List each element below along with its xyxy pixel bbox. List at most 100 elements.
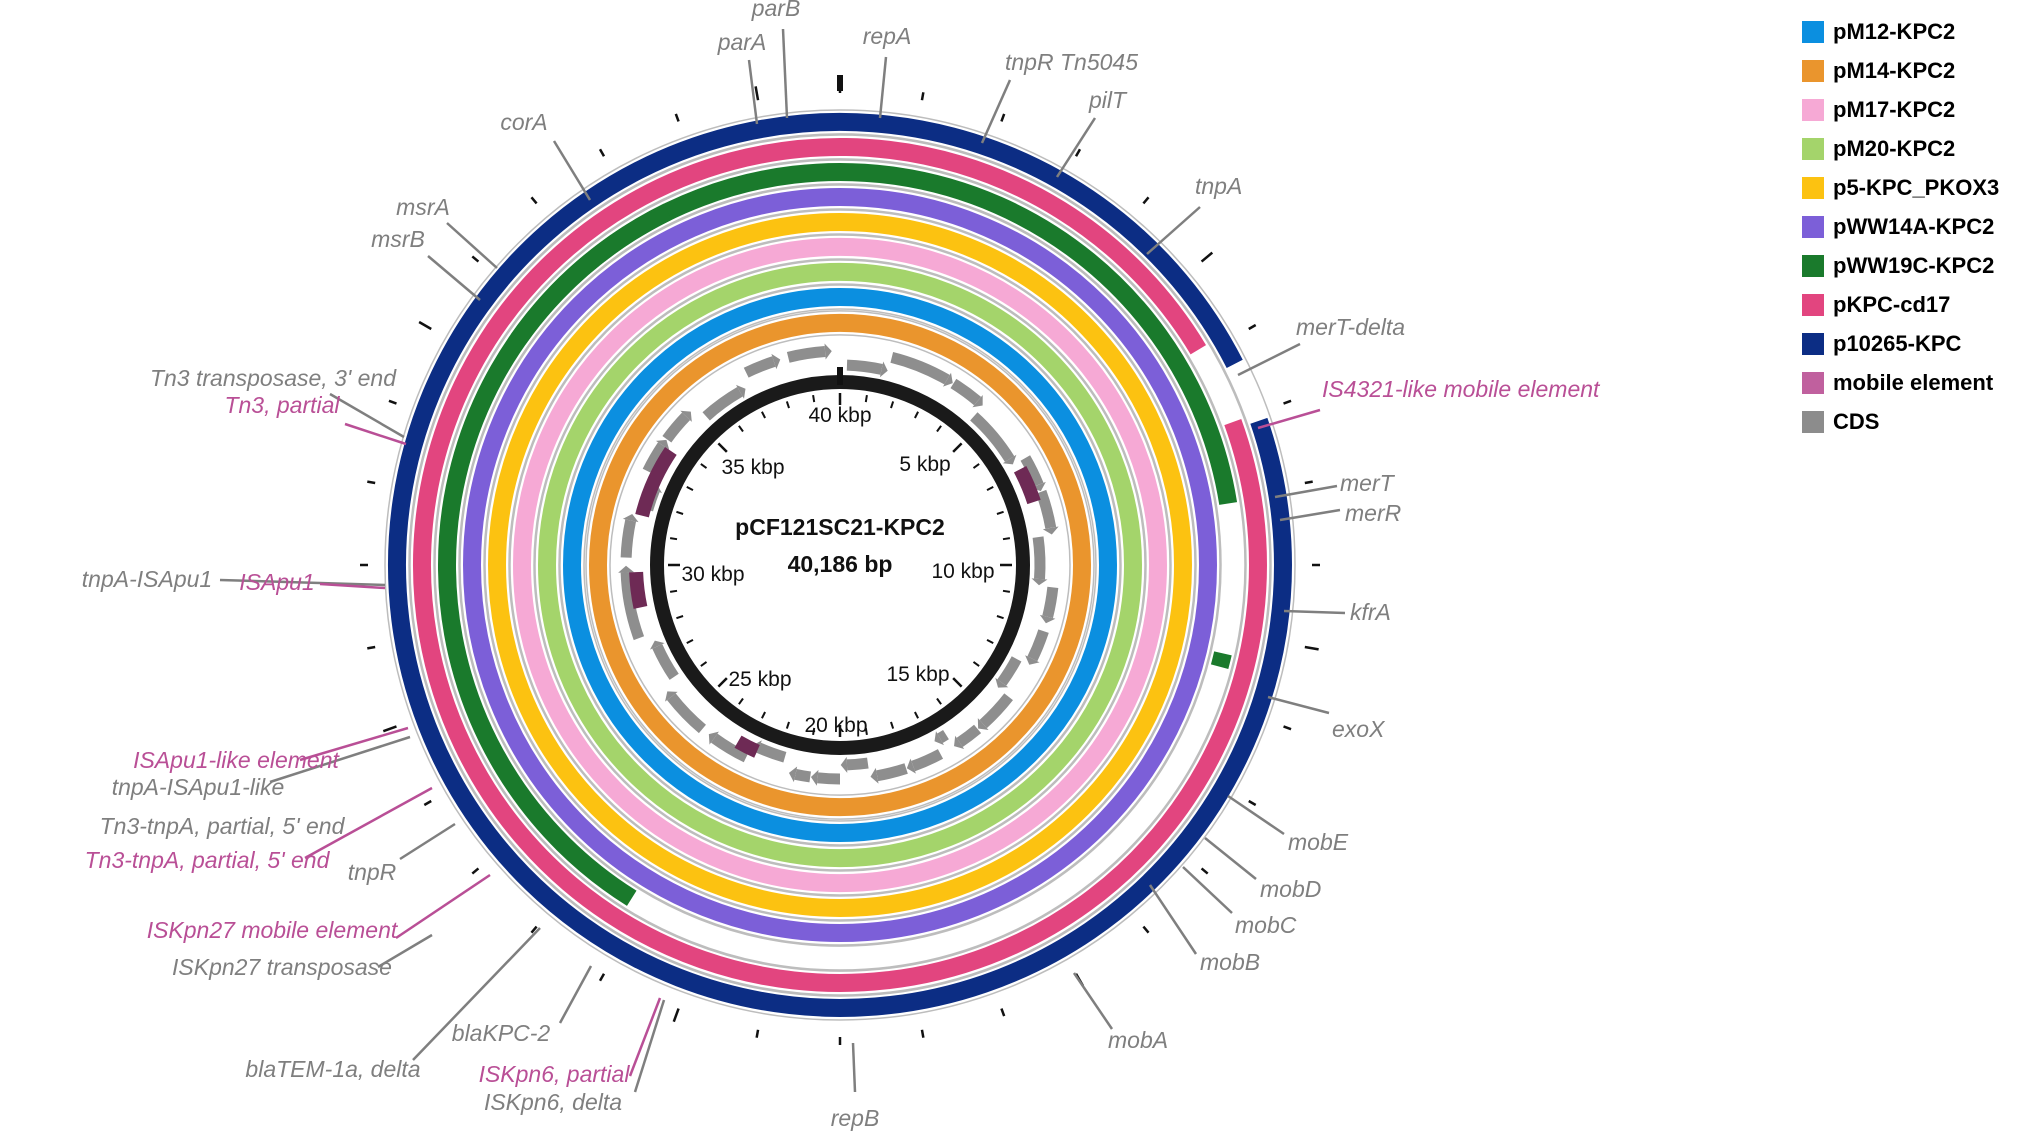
cds-arrow (1020, 455, 1044, 487)
cds-arrow (620, 519, 637, 558)
leader-line (299, 726, 409, 762)
ring-segment (537, 263, 1142, 867)
scale-tick (914, 411, 919, 419)
label-leader-lines (219, 28, 1346, 1093)
ring-segment (487, 213, 1192, 917)
cds-label: blaKPC-2 (452, 1020, 551, 1046)
cds-label: tnpA (1195, 173, 1242, 199)
leader-line (412, 927, 541, 1061)
outer-tick (598, 148, 606, 157)
leader-line (851, 1042, 857, 1093)
ring-segment (588, 314, 1091, 816)
leader-line (329, 392, 405, 439)
leader-line (377, 933, 433, 969)
ring-segment (462, 188, 1217, 942)
ring-outline (508, 233, 1172, 897)
cds-label: mobB (1200, 949, 1260, 975)
scale-tick-label: 40 kbp (808, 404, 871, 427)
cds-arrowhead (995, 677, 1009, 688)
scale-tick (812, 727, 816, 736)
ring-outline (408, 133, 1272, 997)
cds-arrowhead (943, 372, 953, 387)
cds-arrow (1035, 489, 1057, 529)
outer-tick (388, 399, 397, 405)
cds-arrowhead (1042, 526, 1059, 535)
scale-tick (890, 721, 895, 729)
cds-arrow (846, 757, 869, 771)
cds-label: merT-delta (1296, 314, 1405, 340)
leader-line (628, 997, 662, 1077)
cds-label: ISKpn6, delta (484, 1089, 622, 1115)
outer-tick (1200, 251, 1214, 263)
cds-label: mobC (1235, 912, 1297, 938)
cds-label: parA (717, 29, 767, 55)
cds-label: mobA (1108, 1027, 1168, 1053)
cds-label: repA (863, 23, 912, 49)
scale-tick (717, 677, 728, 688)
legend-label: pM12-KPC2 (1833, 18, 1956, 44)
legend-swatch (1802, 137, 1824, 160)
ring-outline (384, 109, 1296, 1021)
cds-label: tnpA-ISApu1-like (112, 774, 285, 800)
outer-tick (920, 92, 925, 101)
scale-tick-label: 5 kbp (899, 453, 950, 476)
mobile-element-block (1013, 465, 1041, 505)
leader-line (1227, 794, 1285, 836)
legend-swatch (1802, 332, 1824, 355)
cds-label: tnpA-ISApu1 (82, 566, 212, 592)
leader-line (1072, 972, 1114, 1030)
cds-arrow (710, 733, 749, 763)
outer-tick (1000, 1008, 1006, 1017)
cds-arrowhead (680, 410, 692, 422)
ring-outline (458, 183, 1222, 947)
scale-tick (936, 425, 942, 433)
leader-line (446, 222, 498, 269)
cds-label: exoX (1332, 716, 1386, 742)
ring-segment (1210, 651, 1232, 670)
ring-outline (484, 209, 1196, 921)
legend-item: CDS (1802, 402, 2028, 441)
leader-line (1267, 695, 1330, 715)
legend-label: CDS (1833, 408, 1880, 434)
outer-tick (1283, 725, 1292, 731)
outer-tick (755, 1029, 760, 1038)
cds-label: Tn3 transposase, 3' end (150, 365, 397, 391)
cds-label: tnpR Tn5045 (1005, 49, 1138, 75)
outer-tick (530, 925, 538, 934)
leader-line (395, 873, 491, 940)
scale-tick (890, 401, 895, 409)
legend-swatch (1802, 98, 1824, 121)
outer-tick (1304, 645, 1319, 651)
legend-label: pM14-KPC2 (1833, 57, 1956, 83)
scale-tick (952, 442, 963, 453)
scale-tick-label: 20 kbp (804, 714, 867, 737)
backbone-ring (650, 367, 1030, 755)
ring-outline (559, 284, 1121, 846)
plasmid-name: pCF121SC21-KPC2 (735, 514, 945, 540)
legend-item: pWW19C-KPC2 (1802, 246, 2028, 285)
scale-tick-label: 30 kbp (681, 563, 744, 586)
mobile-element-label: ISApu1 (239, 569, 314, 595)
scale-tick (686, 639, 694, 644)
ring-segment (412, 138, 1267, 992)
scale-tick (864, 727, 868, 736)
cds-arrow (786, 346, 826, 363)
legend-item: pM20-KPC2 (1802, 129, 2028, 168)
cds-label: mobE (1288, 829, 1349, 855)
legend-label: mobile element (1833, 369, 1994, 395)
cds-arrowhead (618, 565, 635, 573)
outer-tick (382, 725, 397, 733)
ring-segment (387, 112, 1292, 1017)
legend-label: pM17-KPC2 (1833, 96, 1956, 122)
legend-item: p5-KPC_PKOX3 (1802, 168, 2028, 207)
outer-tick (754, 86, 760, 101)
mobile-element-label: ISKpn27 mobile element (147, 917, 399, 943)
outer-tick (1283, 399, 1292, 405)
cds-arrowhead (824, 343, 832, 360)
cds-arrow (662, 412, 691, 443)
cds-label: pilT (1088, 87, 1128, 113)
legend-item: mobile element (1802, 363, 2028, 402)
cds-arrow (970, 412, 1015, 463)
